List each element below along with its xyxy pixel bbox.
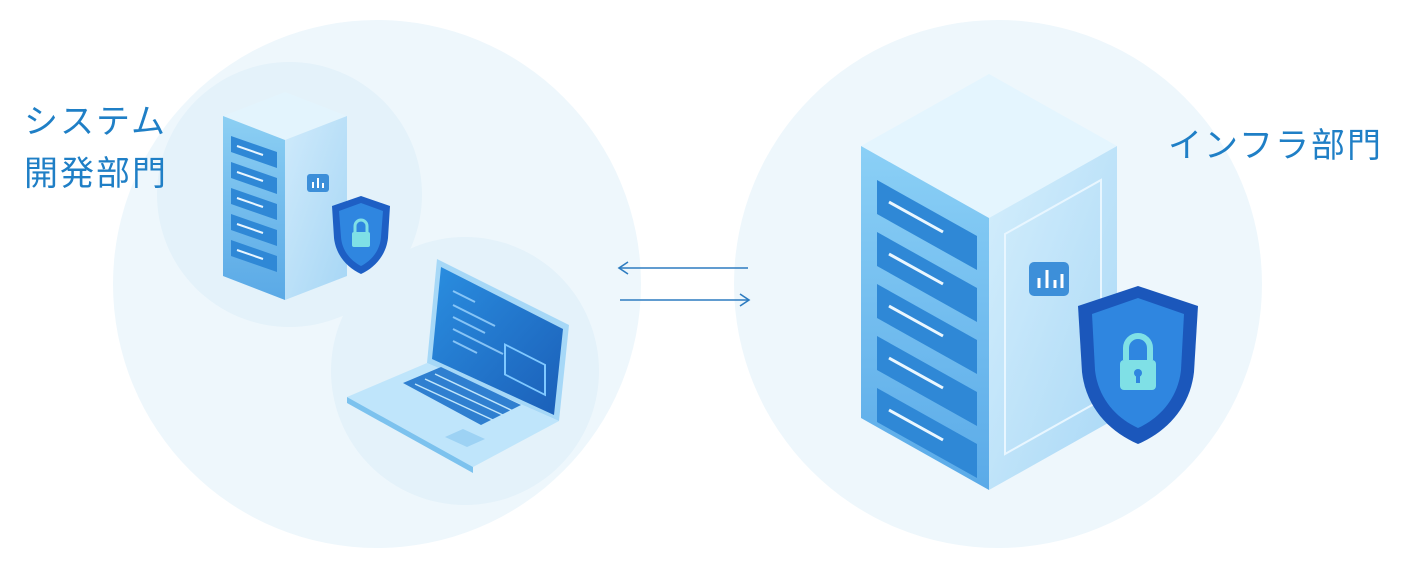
left-group-label-line1: システム xyxy=(24,102,167,142)
left-group-label-line2: 開発部門 xyxy=(24,154,168,194)
right-server-rack-icon xyxy=(861,74,1117,490)
shield-lock-icon xyxy=(332,196,390,274)
server-rack-icon xyxy=(223,92,347,300)
arrow-right-icon xyxy=(620,293,751,307)
right-group-label: インフラ部門 xyxy=(1168,126,1383,166)
arrow-left-icon xyxy=(617,261,748,275)
laptop-icon xyxy=(347,259,569,473)
left-group-label: システム 開発部門 xyxy=(24,96,168,200)
right-shield-lock-icon xyxy=(1078,286,1198,444)
